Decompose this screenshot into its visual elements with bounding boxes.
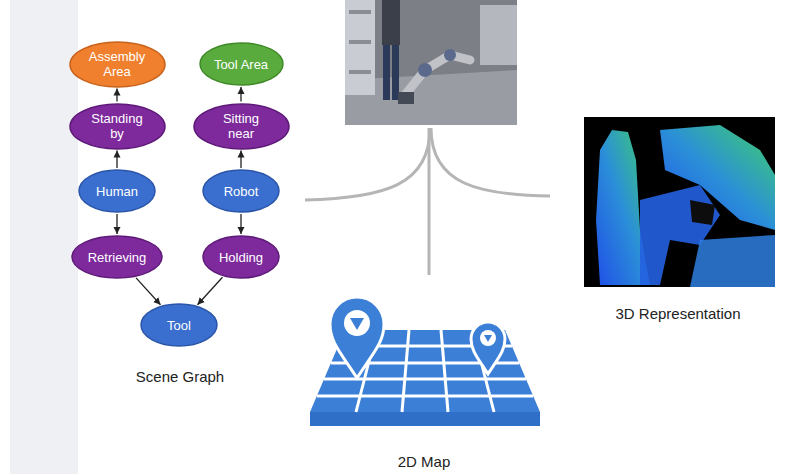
node-label: Tool (167, 318, 191, 333)
node-text-group: Retrieving (88, 250, 147, 265)
robot-photo (345, 0, 517, 125)
point-cloud (584, 117, 775, 287)
node-text-group: Tool Area (214, 57, 268, 72)
graph-ellipse: Robot (202, 169, 280, 213)
figure-caption: 2D Map (314, 453, 534, 471)
graph-arrow (240, 214, 241, 234)
node-text-group: Human (96, 184, 138, 199)
side-strip (10, 0, 78, 474)
node-label: Standing by (86, 111, 148, 141)
node-label: Sitting near (210, 111, 272, 141)
node-text-group: Robot (224, 184, 259, 199)
figure-caption: 3D Representation (568, 305, 788, 323)
figure-caption: Scene Graph (70, 368, 290, 386)
ellipse-fill (141, 304, 217, 346)
node-label: Assembly Area (86, 49, 148, 79)
ellipse-fill (70, 104, 165, 149)
ellipse-fill (203, 170, 279, 212)
ellipse-fill (70, 42, 165, 87)
node-text-group: Sitting near (210, 111, 272, 141)
graph-ellipse: Tool Area (199, 42, 284, 86)
graph-arrow (240, 87, 241, 102)
node-label: Robot (224, 184, 259, 199)
node-label: Human (96, 184, 138, 199)
node-text-group: Holding (219, 250, 263, 265)
link-curves (305, 128, 550, 275)
graph-ellipse: Standing by (69, 103, 166, 150)
ellipse-fill (194, 104, 289, 149)
node-label: Holding (219, 250, 263, 265)
node-text-group: Tool (167, 318, 191, 333)
graph-arrow (136, 278, 160, 305)
graph-ellipse: Holding (202, 235, 280, 279)
node-text-group: Assembly Area (86, 49, 148, 79)
node-text-group: Standing by (86, 111, 148, 141)
node-label: Tool Area (214, 57, 268, 72)
graph-arrow (116, 214, 117, 234)
ellipse-fill (79, 170, 155, 212)
graph-ellipse: Retrieving (71, 235, 163, 279)
graph-ellipse: Assembly Area (69, 41, 166, 88)
graph-arrow (198, 277, 223, 304)
map-icon (310, 297, 540, 426)
ellipse-fill (203, 236, 279, 278)
node-label: Retrieving (88, 250, 147, 265)
graph-arrow (116, 151, 117, 169)
graph-arrow (116, 89, 117, 102)
ellipse-fill (200, 43, 283, 85)
graph-arrow (240, 151, 241, 169)
ellipse-fill (72, 236, 162, 278)
graph-ellipse: Human (78, 169, 156, 213)
graph-ellipse: Tool (140, 303, 218, 347)
graph-ellipse: Sitting near (193, 103, 290, 150)
